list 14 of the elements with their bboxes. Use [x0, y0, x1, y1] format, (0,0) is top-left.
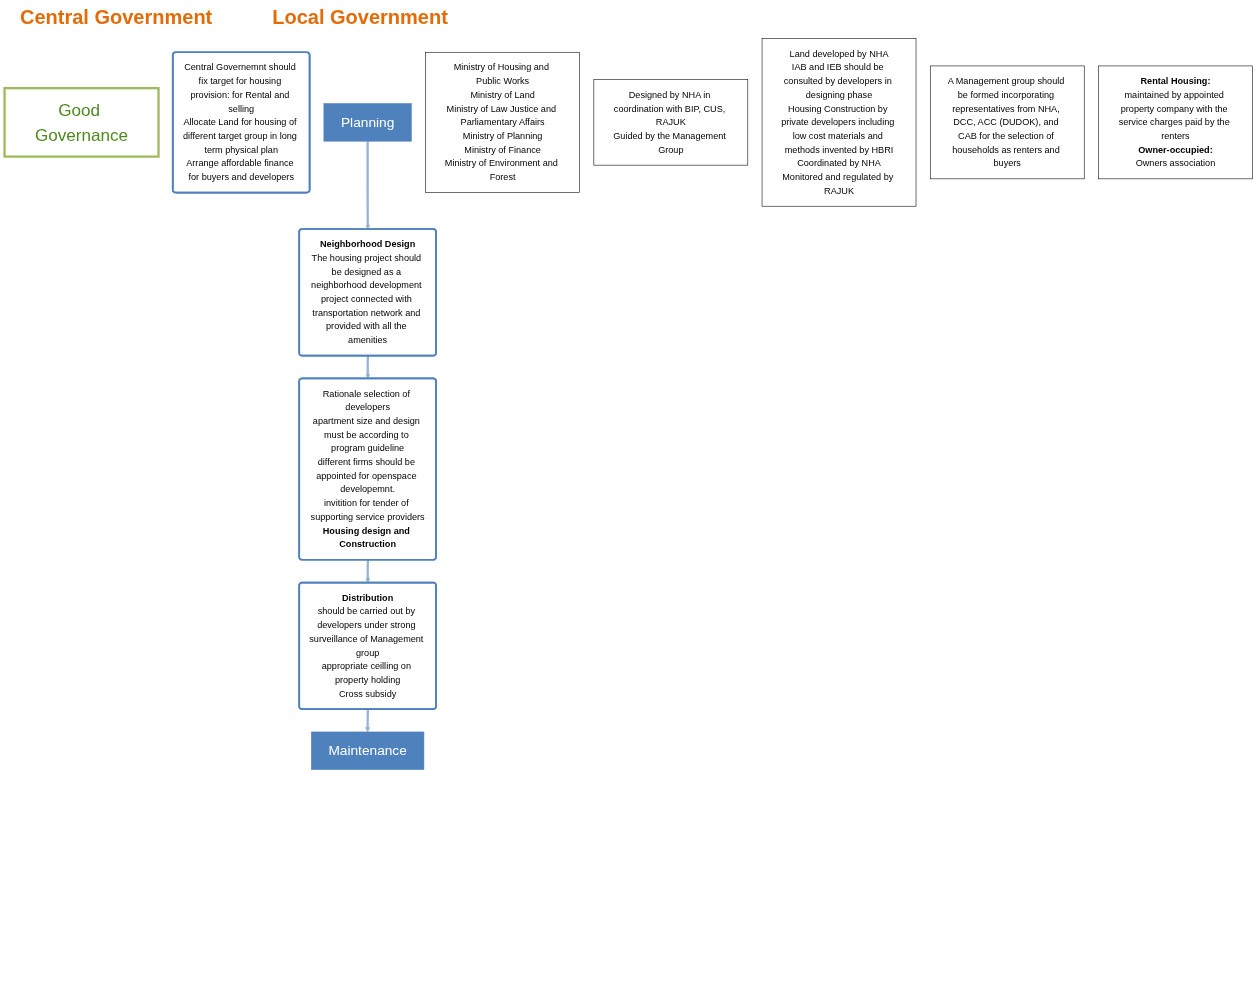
arrow — [365, 560, 371, 584]
arrow — [365, 709, 371, 733]
node-box: Maintenance — [311, 731, 425, 770]
section-heading: Local Government — [272, 6, 448, 28]
node-box: Land developed by NHA IAB and IEB should be consulted by developers in designing phase Housing Construction by private developers including low cost materials and methods invented by HBRI Coordinated by NHA Monitored and regulated by RAJUK — [761, 38, 917, 207]
node-box: A Management group should be formed incorporating representatives from NHA, DCC, ACC (DUDOK), and CAB for the selection of households as renters and buyers — [929, 65, 1085, 180]
node-box: Ministry of Housing and Public Works Ministry of Land Ministry of Law Justice and Parliamentary Affairs Ministry of Planning Ministry of Finance Ministry of Environment and Forest — [425, 51, 580, 193]
node-box: Designed by NHA in coordination with BIP, CUS, RAJUK Guided by the Management Group — [593, 79, 749, 166]
node-box: Planning — [323, 103, 412, 142]
arrow — [365, 141, 371, 230]
node-box: Rental Housing: maintained by appointed property company with the service charges paid by the renters Owner-occupied: Owners association — [1098, 65, 1253, 180]
node-box: Good Governance — [3, 87, 160, 158]
arrow — [365, 355, 371, 379]
section-heading: Central Government — [20, 6, 213, 28]
